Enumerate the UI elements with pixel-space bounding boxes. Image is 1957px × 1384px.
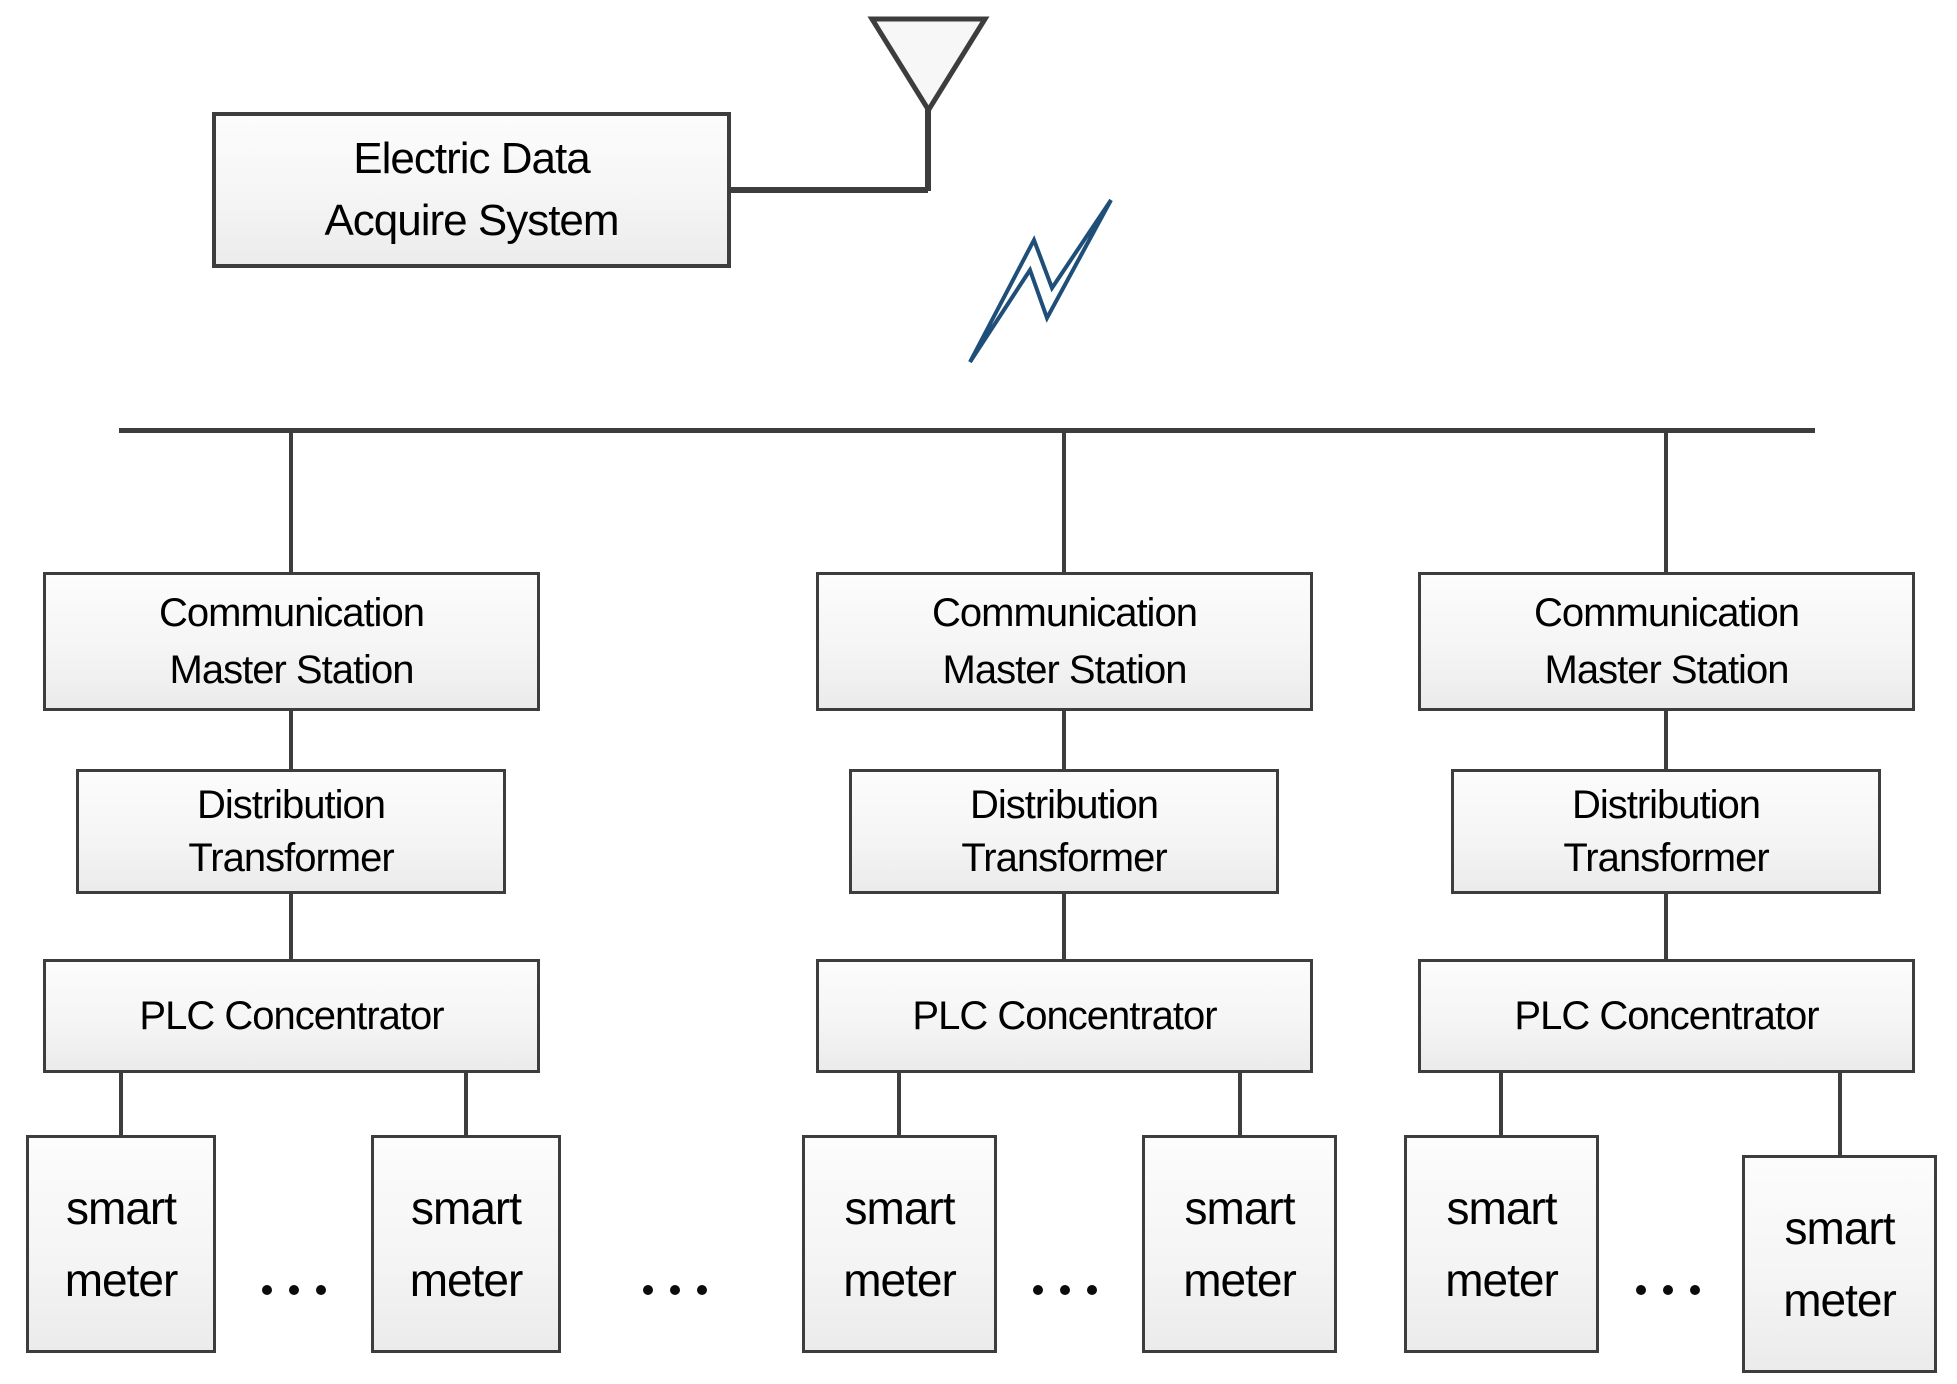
meter-line1: smart [411, 1182, 522, 1234]
distribution-transformer-box-2: Distribution Transformer [849, 769, 1279, 894]
master-line1: Communication [1534, 590, 1800, 635]
connector-plc-meter-3a [1499, 1071, 1503, 1137]
transformer-line1: Distribution [1571, 782, 1761, 827]
connector-transformer-plc-1 [289, 892, 293, 961]
ellipsis-dots [1033, 1285, 1097, 1295]
connector-master-transformer-2 [1062, 709, 1066, 771]
connector-plc-meter-1b [464, 1071, 468, 1137]
connector-bus-master-2 [1062, 430, 1066, 572]
smart-meter-box: smart meter [371, 1135, 561, 1353]
transformer-line2: Transformer [1563, 835, 1769, 880]
master-line2: Master Station [1544, 647, 1790, 692]
connector-plc-meter-3b [1838, 1071, 1842, 1157]
meter-line1: smart [1184, 1182, 1296, 1234]
transformer-line2: Transformer [188, 835, 394, 880]
ellipsis-dots [262, 1285, 326, 1295]
master-line2: Master Station [942, 647, 1188, 692]
master-line1: Communication [159, 590, 425, 635]
smart-meter-box: smart meter [802, 1135, 997, 1353]
master-line1: Communication [932, 590, 1198, 635]
connector-master-transformer-3 [1664, 709, 1668, 771]
communication-master-station-box-1: Communication Master Station [43, 572, 540, 711]
meter-line2: meter [1783, 1274, 1897, 1326]
ellipsis-dots [643, 1285, 707, 1295]
meter-line1: smart [66, 1182, 177, 1234]
connector-bus-master-1 [289, 430, 293, 572]
master-line2: Master Station [169, 647, 415, 692]
electric-data-acquire-system-box: Electric Data Acquire System [212, 112, 731, 268]
connector-master-transformer-1 [289, 709, 293, 771]
connector-plc-meter-1a [119, 1071, 123, 1137]
meter-line1: smart [1784, 1202, 1896, 1254]
meter-line2: meter [1183, 1254, 1297, 1306]
smart-meter-box: smart meter [26, 1135, 216, 1353]
communication-master-station-box-2: Communication Master Station [816, 572, 1313, 711]
plc-concentrator-box-2: PLC Concentrator [816, 959, 1313, 1073]
transformer-line1: Distribution [969, 782, 1159, 827]
antenna-mast-line [925, 106, 931, 191]
antenna-icon [867, 16, 990, 115]
meter-line2: meter [409, 1254, 524, 1306]
meter-line2: meter [64, 1254, 179, 1306]
connector-plc-meter-2b [1238, 1071, 1242, 1137]
distribution-transformer-box-3: Distribution Transformer [1451, 769, 1881, 894]
transformer-line2: Transformer [961, 835, 1167, 880]
communication-master-station-box-3: Communication Master Station [1418, 572, 1915, 711]
connector-plc-meter-2a [897, 1071, 901, 1137]
transformer-line1: Distribution [196, 782, 386, 827]
smart-meter-box: smart meter [1142, 1135, 1337, 1353]
distribution-transformer-box-1: Distribution Transformer [76, 769, 506, 894]
lightning-bolt-icon [968, 198, 1113, 364]
bus-line [119, 428, 1815, 433]
connector-eda-antenna [731, 187, 928, 193]
connector-transformer-plc-2 [1062, 892, 1066, 961]
plc-label: PLC Concentrator [1514, 993, 1819, 1038]
plc-label: PLC Concentrator [912, 993, 1217, 1038]
meter-line1: smart [844, 1182, 956, 1234]
smart-meter-box: smart meter [1404, 1135, 1599, 1353]
meter-line2: meter [843, 1254, 957, 1306]
eda-line2: Acquire System [324, 196, 619, 245]
connector-transformer-plc-3 [1664, 892, 1668, 961]
plc-concentrator-box-1: PLC Concentrator [43, 959, 540, 1073]
meter-line1: smart [1446, 1182, 1558, 1234]
meter-line2: meter [1445, 1254, 1559, 1306]
ellipsis-dots [1636, 1285, 1700, 1295]
smart-meter-box: smart meter [1742, 1155, 1937, 1373]
connector-bus-master-3 [1664, 430, 1668, 572]
plc-label: PLC Concentrator [139, 993, 444, 1038]
plc-concentrator-box-3: PLC Concentrator [1418, 959, 1915, 1073]
eda-line1: Electric Data [353, 134, 590, 183]
